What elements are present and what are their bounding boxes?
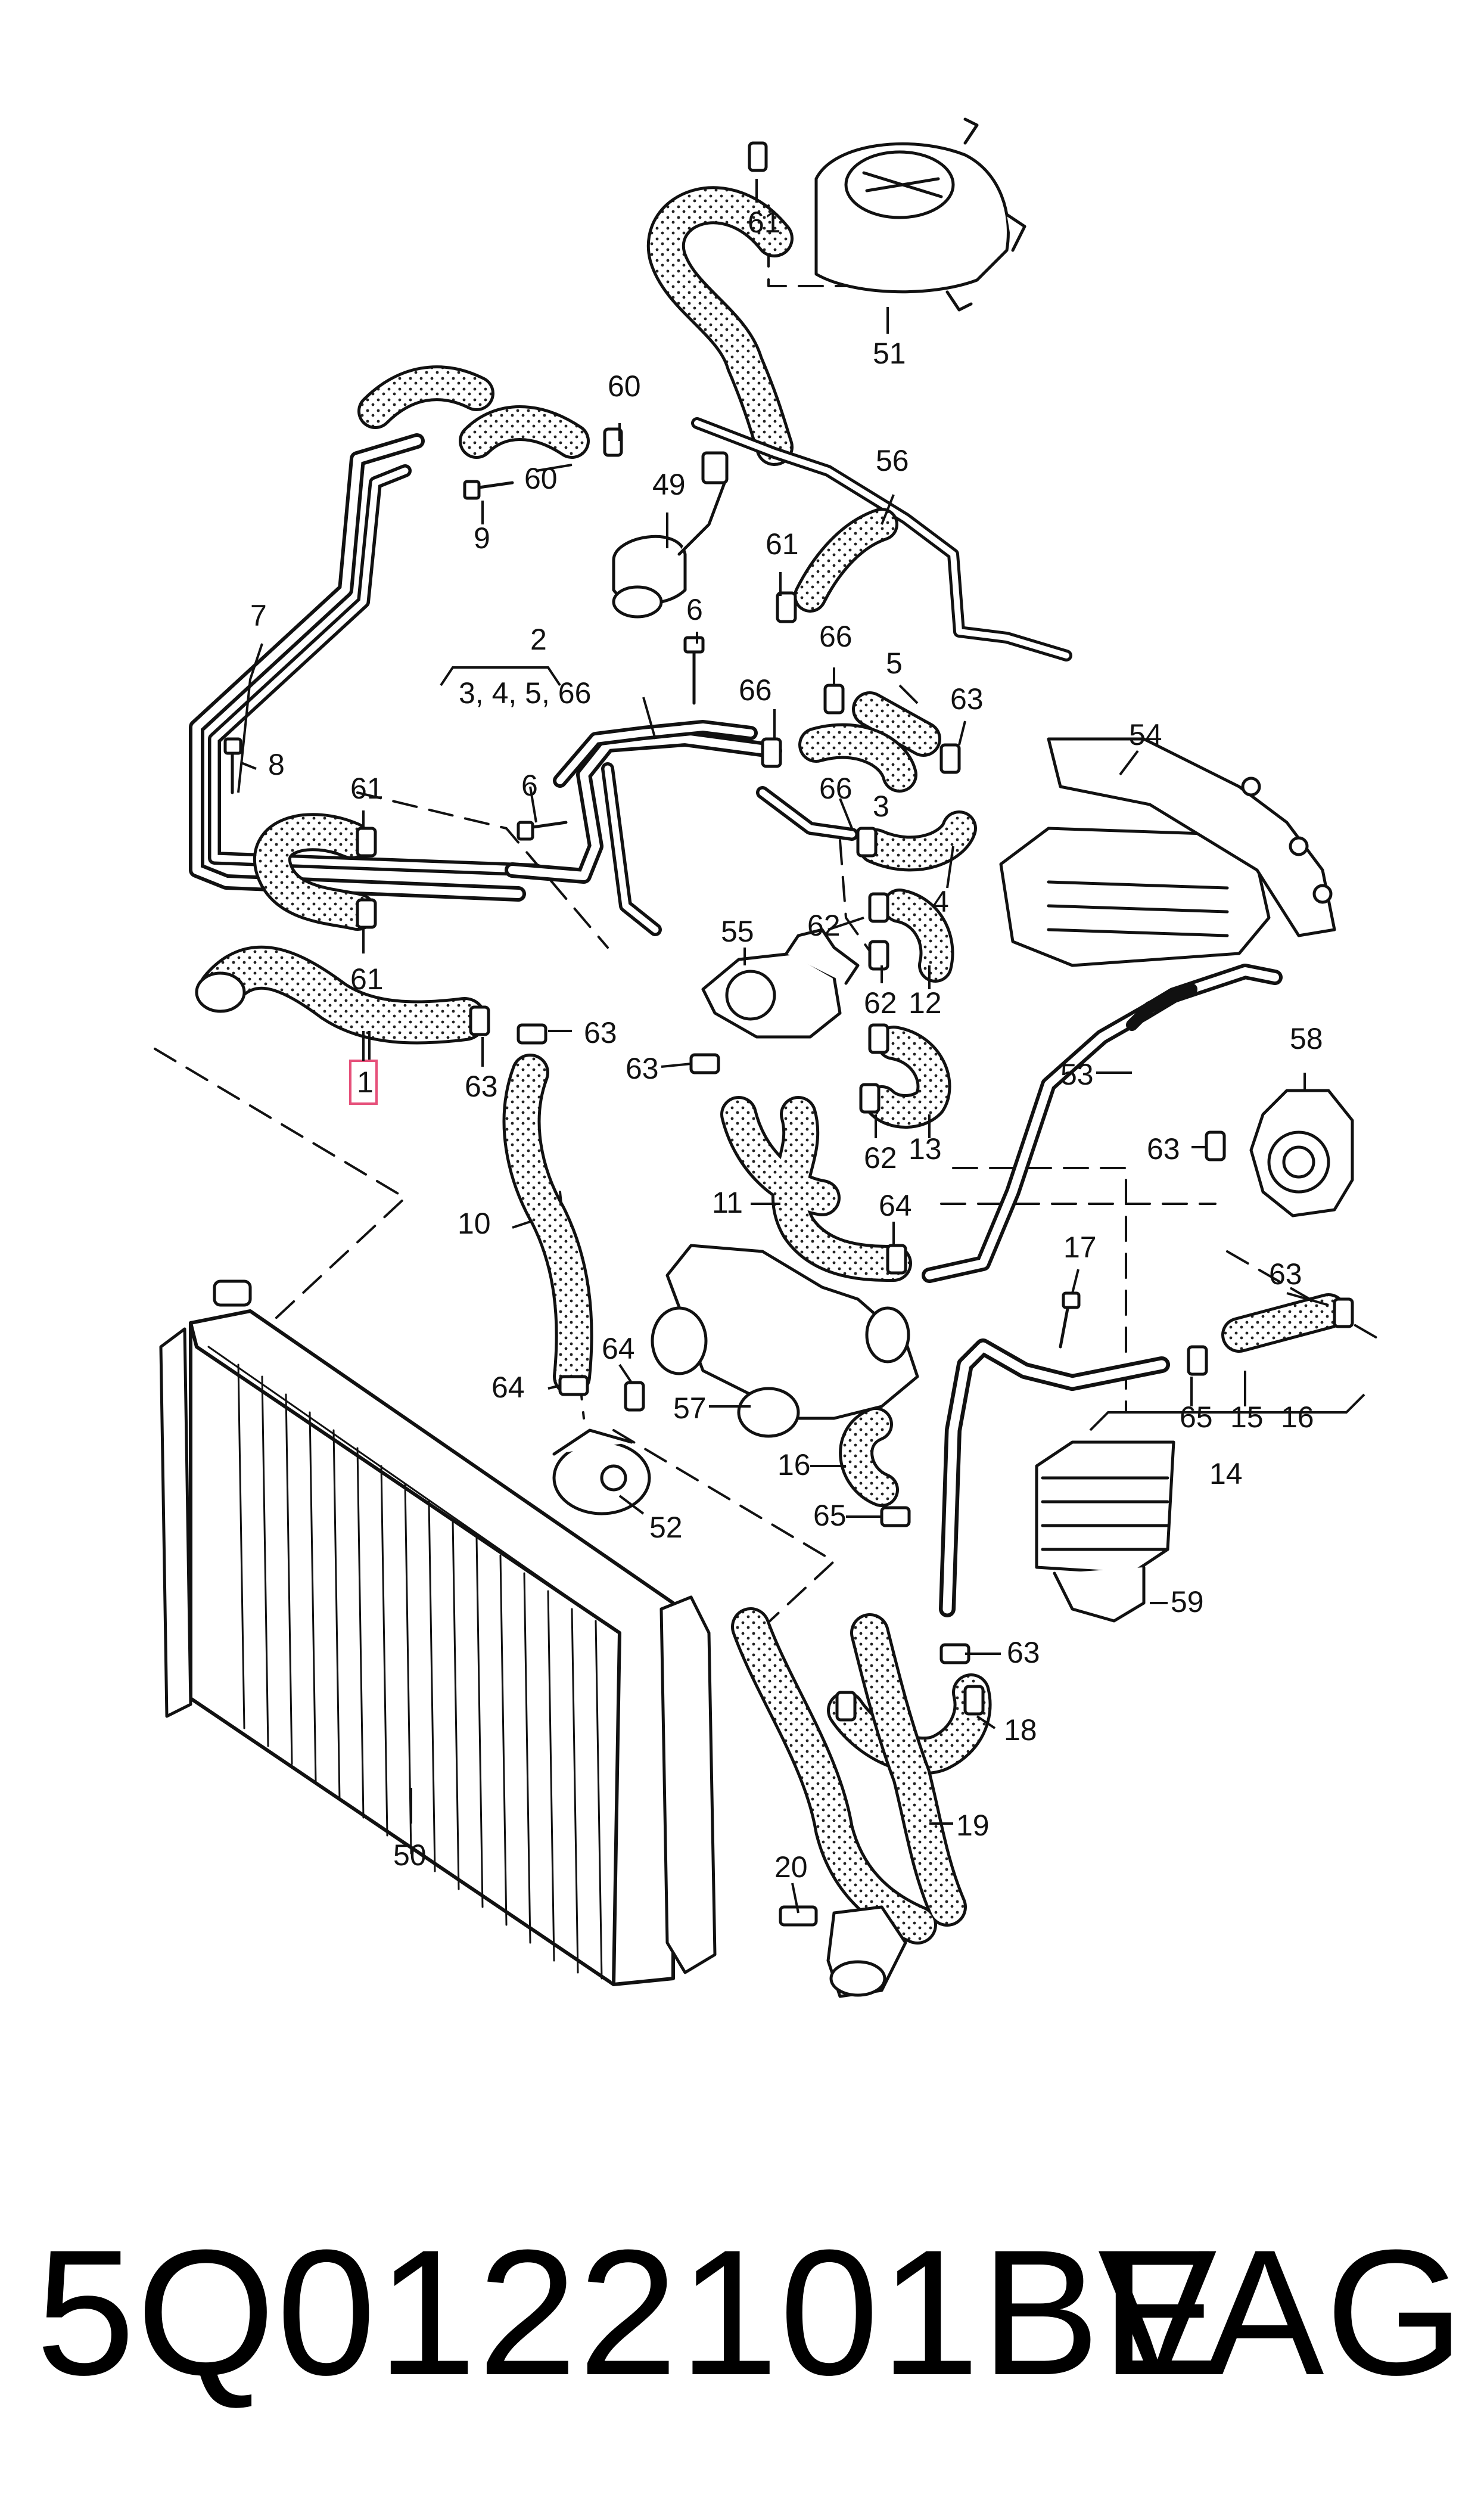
callout-4[interactable]: 4 (932, 885, 949, 918)
callout-2[interactable]: 2 (530, 623, 547, 656)
callout-62a[interactable]: 62 (807, 909, 841, 942)
callout-50[interactable]: 50 (393, 1838, 427, 1872)
callout-64b[interactable]: 64 (491, 1371, 525, 1404)
callout-60a[interactable]: 60 (608, 369, 641, 403)
callout-61d[interactable]: 61 (350, 962, 384, 996)
callout-16a[interactable]: 16 (1281, 1400, 1314, 1434)
callout-58[interactable]: 58 (1290, 1022, 1323, 1055)
callout-65a[interactable]: 65 (1180, 1400, 1213, 1434)
part-caption: 5Q0122101BE VAG (36, 2217, 1466, 2408)
callout-53[interactable]: 53 (1060, 1058, 1094, 1091)
coolant-valve-49 (612, 451, 729, 619)
callout-62c[interactable]: 62 (864, 1141, 897, 1175)
oil-cooler-59 (1035, 1440, 1175, 1623)
callout-9[interactable]: 9 (474, 521, 490, 555)
coolant-pipe-53 (922, 964, 1283, 1283)
callout-63e[interactable]: 63 (1147, 1132, 1180, 1166)
callout-66b[interactable]: 66 (739, 673, 772, 707)
callout-60b[interactable]: 60 (524, 462, 558, 495)
callout-18[interactable]: 18 (1004, 1713, 1037, 1747)
callout-8[interactable]: 8 (268, 748, 285, 781)
callout-13[interactable]: 13 (909, 1132, 942, 1166)
callout-55[interactable]: 55 (721, 915, 754, 948)
brand-name: VAG (1097, 2212, 1466, 2412)
callout-61c[interactable]: 61 (350, 772, 384, 805)
callout-64a[interactable]: 64 (879, 1189, 912, 1222)
callout-66a[interactable]: 66 (819, 620, 853, 653)
coolant-flange-57 (651, 1244, 919, 1438)
callout-17[interactable]: 17 (1063, 1231, 1097, 1264)
callout-1[interactable]: 1 (357, 1066, 374, 1099)
bolts (223, 480, 1081, 1349)
callout-12[interactable]: 12 (909, 986, 942, 1020)
callout-51[interactable]: 51 (873, 337, 906, 370)
leader-lines (237, 179, 1365, 1914)
callout-16b[interactable]: 16 (777, 1448, 811, 1481)
callout-59[interactable]: 59 (1171, 1585, 1204, 1619)
callout-56[interactable]: 56 (876, 444, 909, 477)
radiator-fins (237, 1363, 603, 1980)
callout-65b[interactable]: 65 (813, 1499, 847, 1532)
callout-3[interactable]: 3 (873, 790, 889, 823)
radiator-side-tank (159, 1279, 717, 1974)
callout-64c[interactable]: 64 (602, 1332, 635, 1365)
auxiliary-pump-58 (1249, 1089, 1354, 1217)
callout-11[interactable]: 11 (712, 1186, 743, 1219)
expansion-tank (814, 117, 1026, 312)
callout-66c[interactable]: 66 (819, 772, 853, 805)
part-number: 5Q0122101BE (36, 2212, 1222, 2412)
callout-52[interactable]: 52 (649, 1511, 683, 1544)
callout-6b[interactable]: 6 (521, 769, 538, 802)
callout-57[interactable]: 57 (673, 1391, 707, 1425)
callout-63b[interactable]: 63 (584, 1016, 617, 1049)
callout-20[interactable]: 20 (774, 1850, 808, 1884)
callout-2-group: 3, 4, 5, 66 (459, 676, 591, 710)
callout-63a[interactable]: 63 (465, 1070, 498, 1103)
coolant-hose-exploded-diagram: 1 2 3, 4, 5, 66 3 4 5 6 6 7 8 9 10 11 12… (154, 117, 1383, 1998)
callout-49[interactable]: 49 (652, 468, 686, 501)
callout-63g[interactable]: 63 (1007, 1636, 1040, 1669)
callout-62b[interactable]: 62 (864, 986, 897, 1020)
callout-10[interactable]: 10 (458, 1207, 491, 1240)
callout-15[interactable]: 15 (1230, 1400, 1264, 1434)
egr-cooler-54 (999, 737, 1336, 967)
callout-54[interactable]: 54 (1129, 718, 1162, 751)
callout-61a[interactable]: 61 (748, 206, 781, 239)
callout-14[interactable]: 14 (1209, 1457, 1243, 1490)
hose-clamps (356, 141, 1354, 1722)
coolant-pipe-cluster-2 (505, 720, 858, 936)
thermostat-housing-55 (701, 928, 860, 1039)
callout-6a[interactable]: 6 (686, 593, 703, 626)
callout-61b[interactable]: 61 (766, 527, 799, 561)
callout-63c[interactable]: 63 (626, 1052, 659, 1085)
callout-5[interactable]: 5 (886, 647, 903, 680)
callout-19[interactable]: 19 (956, 1809, 990, 1842)
lower-connector (779, 1905, 907, 1998)
callout-63f[interactable]: 63 (1269, 1257, 1302, 1291)
callout-63d[interactable]: 63 (950, 682, 984, 716)
water-pump-52 (552, 1428, 651, 1515)
callout-7[interactable]: 7 (250, 599, 267, 632)
callout-labels: 1 2 3, 4, 5, 66 3 4 5 6 6 7 8 9 10 11 12… (250, 206, 1323, 1884)
